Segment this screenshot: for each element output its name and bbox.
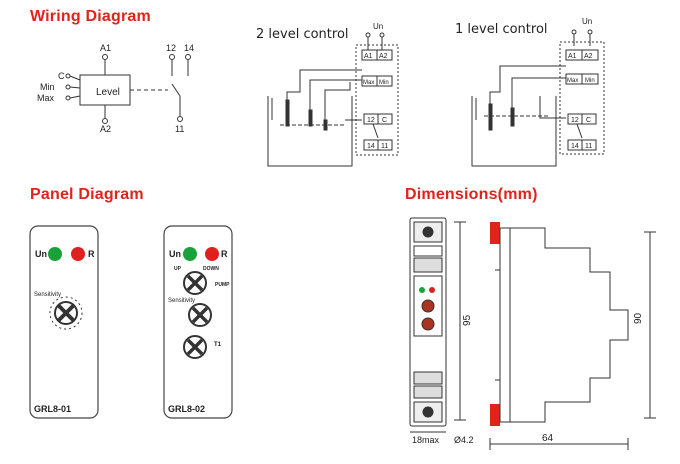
two-level-device-dashed	[355, 44, 399, 156]
panel1-sensitivity-label: Sensitivity	[34, 292, 61, 298]
one-level-11-label: 11	[585, 143, 592, 150]
one-level-a2-box	[581, 49, 599, 61]
one-level-12-label: 12	[571, 117, 579, 124]
panel2-sensitivity-label: Sensitivity	[168, 298, 195, 304]
dimensions-title: Dimensions(mm)	[405, 186, 538, 203]
panel2-mode-knob[interactable]	[183, 271, 207, 295]
two-level-diagram: Un A1 A2 Max Min 12 C 14 11	[267, 22, 399, 167]
wiring-a1-label: A1	[100, 43, 111, 53]
panel2-sensitivity-knob[interactable]	[188, 303, 212, 327]
wiring-12-terminal	[169, 54, 175, 60]
dimensions-drawing: 95 18max Ø4.2 90 64	[409, 217, 656, 450]
one-level-c-box	[581, 113, 597, 125]
panel1-r-led	[71, 247, 85, 261]
panel2-time-knob[interactable]	[183, 335, 207, 359]
panel2-pump-label: PUMP	[215, 282, 230, 288]
panel2-down-label: DOWN	[203, 266, 219, 272]
wiring-c-label: C	[58, 71, 65, 81]
two-level-a2-box	[376, 49, 393, 61]
one-level-min-label: Min	[585, 78, 595, 84]
wiring-11-terminal	[177, 116, 183, 122]
wiring-diagram: A1 Level A2 C Min Max 12 14 11	[37, 43, 194, 134]
panel1-r-label: R	[88, 249, 95, 259]
one-level-11-box	[581, 139, 597, 151]
wiring-min-label: Min	[40, 82, 55, 92]
panel2-r-led	[205, 247, 219, 261]
wiring-diagram-title: Wiring Diagram	[30, 8, 151, 25]
front-view-red-led	[429, 287, 435, 293]
panel1-model-label: GRL8-01	[34, 404, 71, 414]
one-level-min-box	[581, 73, 599, 85]
two-level-title: 2 level control	[256, 27, 349, 42]
dim-64-label: 64	[542, 433, 554, 444]
dim-hole-label: Ø4.2	[454, 435, 474, 445]
side-view-outline	[499, 227, 629, 423]
panel2-up-label: UP	[174, 266, 182, 272]
one-level-a2-label: A2	[584, 53, 593, 60]
two-level-11-box	[377, 139, 393, 151]
wiring-14-label: 14	[184, 43, 194, 53]
wiring-a1-terminal	[102, 54, 108, 60]
panel1-sensitivity-knob[interactable]	[49, 296, 83, 330]
two-level-c-label: C	[382, 117, 387, 124]
two-level-a2-label: A2	[379, 53, 388, 60]
panel2-un-led	[183, 247, 197, 261]
one-level-tank	[471, 96, 557, 167]
wiring-max-label: Max	[37, 93, 55, 103]
level-module-label: Level	[96, 87, 120, 98]
wiring-a2-label: A2	[100, 124, 111, 134]
one-level-a1-label: A1	[568, 53, 577, 60]
side-red-clip-top	[490, 222, 500, 244]
panel2-un-label: Un	[169, 249, 181, 259]
one-level-c-label: C	[586, 117, 591, 124]
one-level-title: 1 level control	[455, 22, 548, 37]
wiring-max-terminal	[65, 95, 71, 101]
panel1-un-label: Un	[35, 249, 47, 259]
two-level-min-label: Min	[379, 80, 389, 86]
dim-18-label: 18max	[412, 435, 440, 445]
dim-90-label: 90	[633, 312, 644, 324]
one-level-max-label: Max	[567, 78, 578, 84]
panel-grl8-01: Un R Sensitivity GRL8-01	[29, 225, 99, 419]
one-level-device-dashed	[559, 41, 605, 155]
one-level-14-label: 14	[571, 143, 579, 150]
two-level-11-label: 11	[381, 143, 388, 150]
wiring-min-terminal	[65, 84, 71, 90]
two-level-a1-label: A1	[364, 53, 373, 60]
wiring-12-label: 12	[166, 43, 176, 53]
panel2-model-label: GRL8-02	[168, 404, 205, 414]
side-red-clip-bottom	[490, 404, 500, 426]
wiring-c-terminal	[65, 73, 71, 79]
dim-95-label: 95	[462, 314, 473, 326]
two-level-un-label: Un	[373, 22, 383, 31]
panel-diagram-title: Panel Diagram	[30, 186, 144, 203]
one-level-diagram: Un A1 A2 Max Min 12 C 14 11	[471, 17, 605, 167]
two-level-max-label: Max	[363, 80, 374, 86]
panel2-r-label: R	[221, 249, 228, 259]
wiring-11-label: 11	[175, 124, 184, 134]
wiring-a2-terminal	[102, 118, 108, 124]
wiring-14-terminal	[185, 54, 191, 60]
two-level-c-box	[377, 113, 393, 125]
two-level-min-box	[376, 75, 393, 87]
panel1-un-led	[48, 247, 62, 261]
two-level-12-label: 12	[367, 117, 375, 124]
panel2-t1-label: T1	[214, 342, 222, 348]
front-view-green-led	[419, 287, 425, 293]
one-level-un-label: Un	[582, 17, 592, 26]
relay-contact-arm	[171, 83, 181, 97]
two-level-tank	[267, 96, 353, 167]
panel-grl8-02: Un R UP DOWN PUMP Sensitivity T1 GRL8-02	[163, 225, 233, 419]
two-level-14-label: 14	[367, 143, 375, 150]
